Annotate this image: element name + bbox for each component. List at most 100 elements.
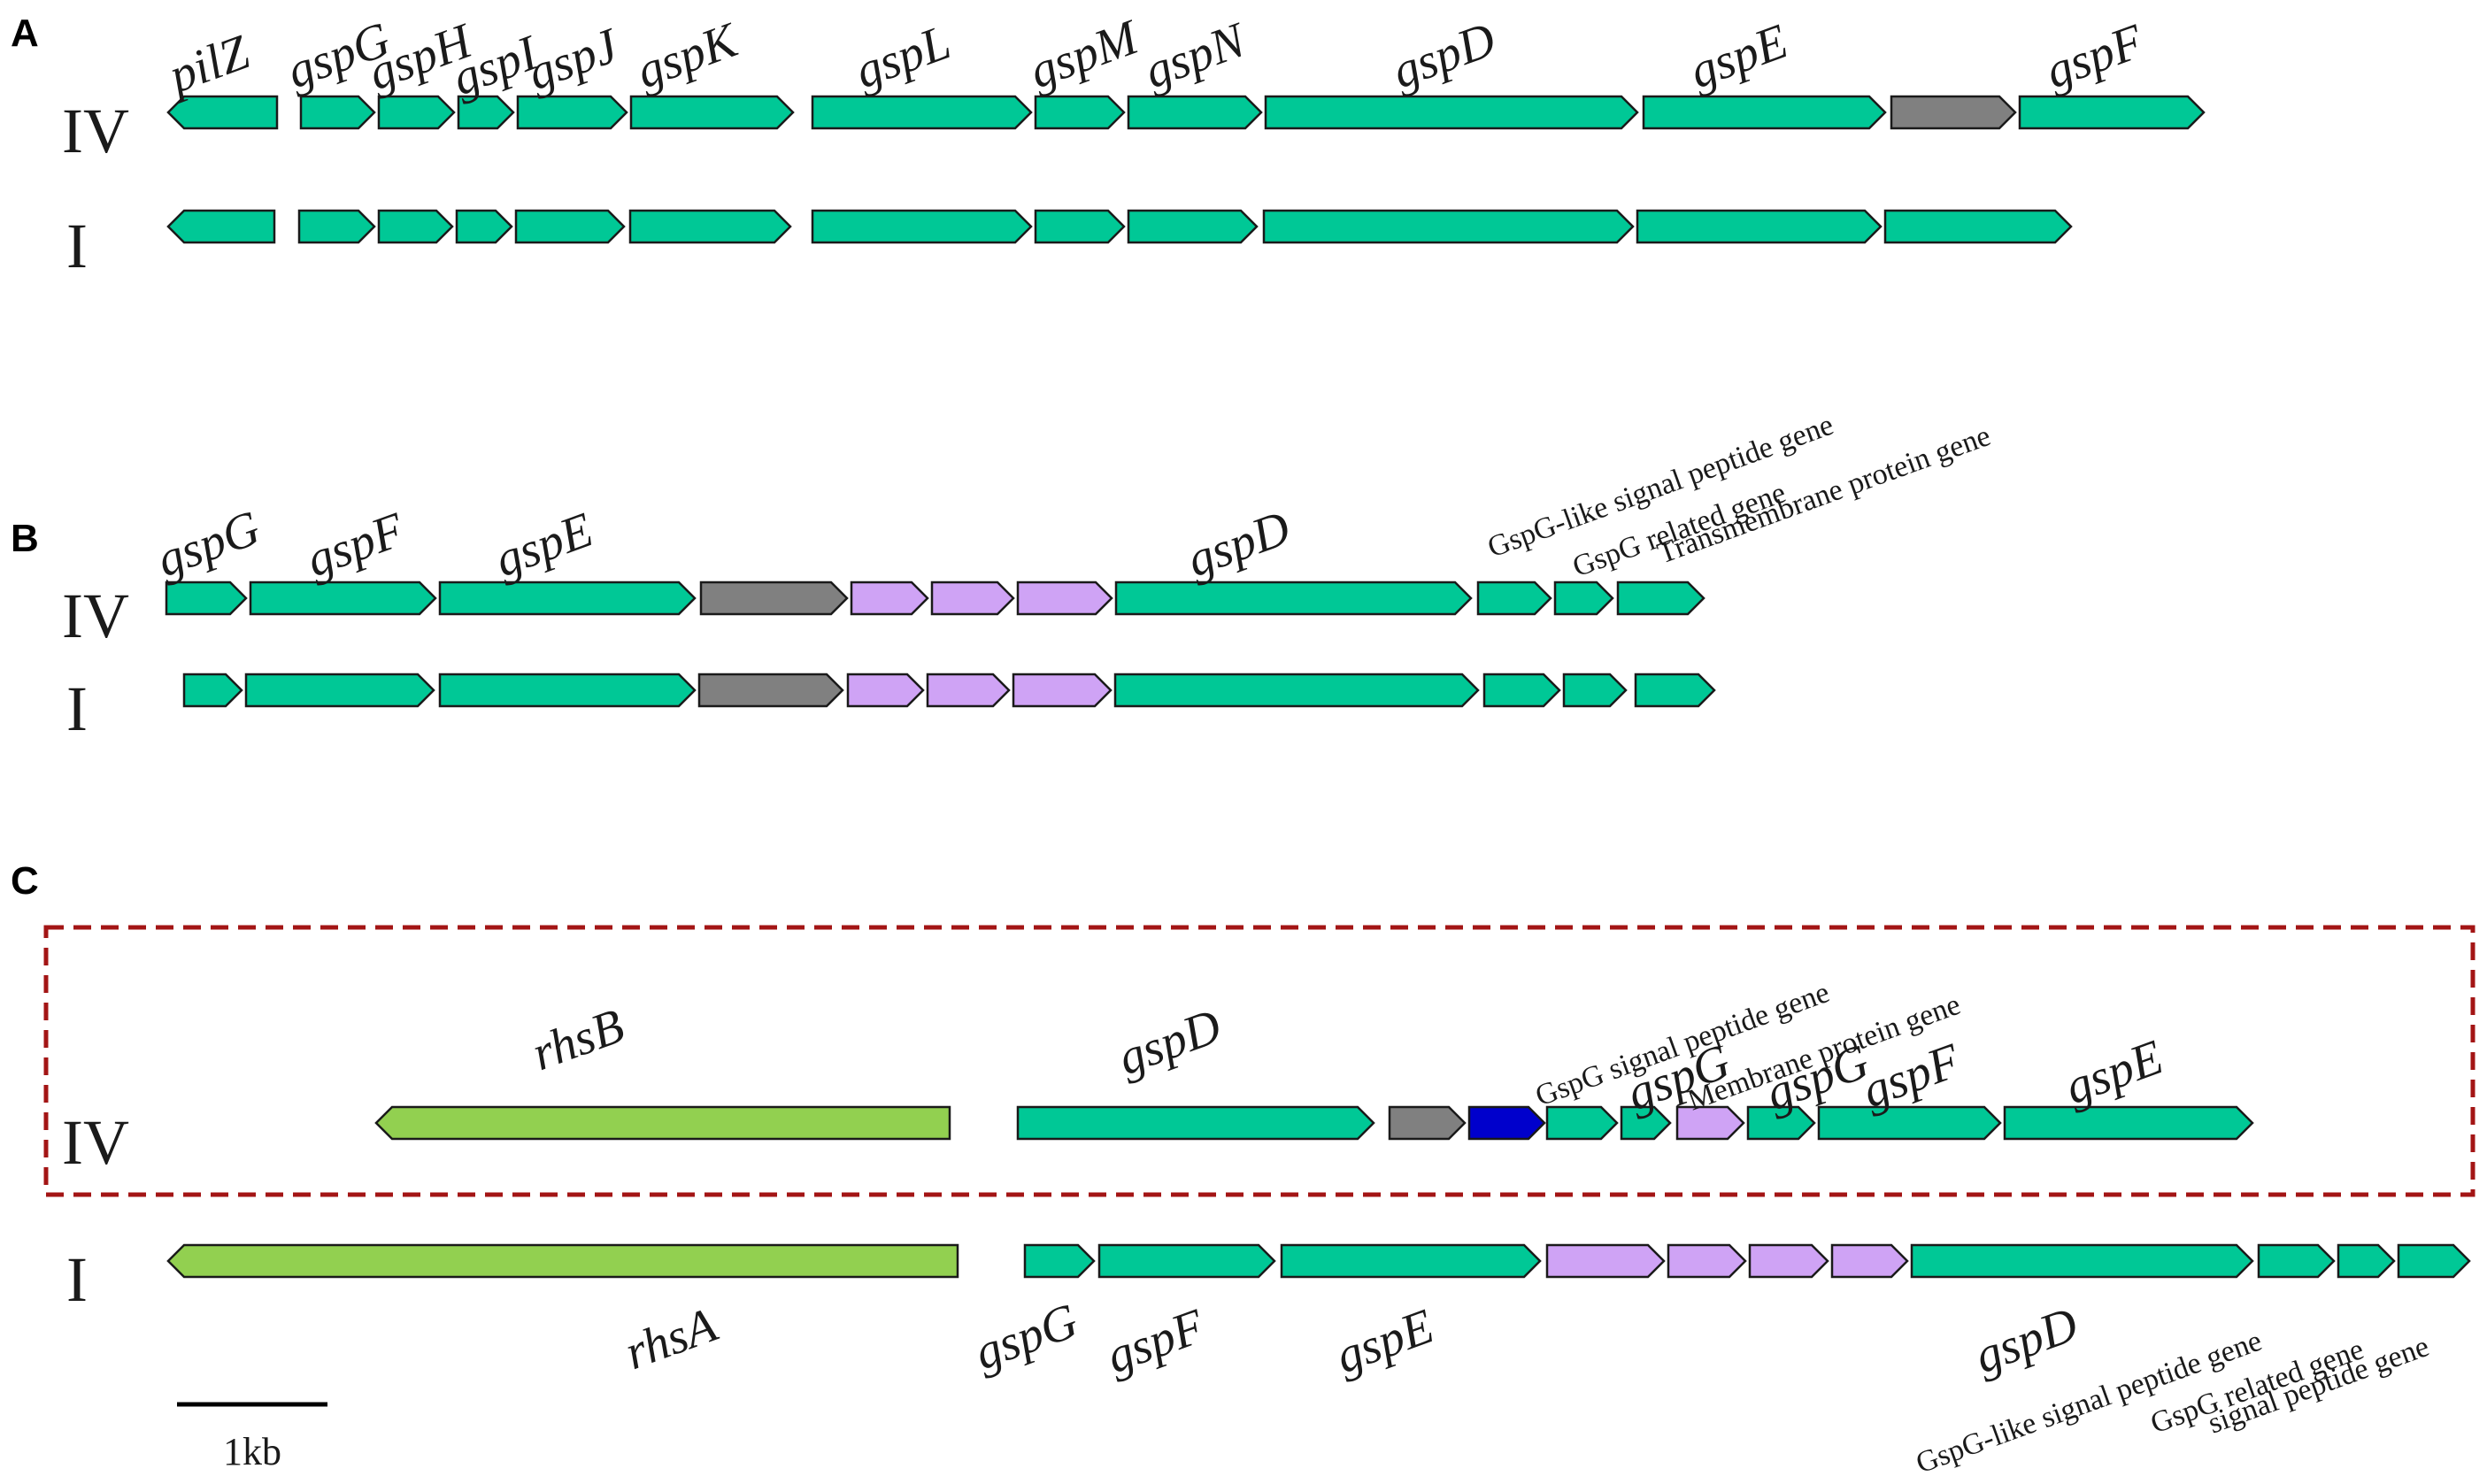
gene-name-label: gspF [2038, 13, 2151, 99]
gene-arrow [2337, 1243, 2396, 1279]
gene-arrow [166, 95, 279, 130]
track-label-a-i: I [66, 211, 88, 281]
gene-name-label: rhsB [525, 998, 631, 1081]
gene-arrow [1113, 673, 1480, 708]
gene-arrow [1620, 1105, 1672, 1141]
gene-name-label: gspD [1967, 1297, 2084, 1385]
gene-arrow [165, 581, 248, 616]
gene-arrow [926, 673, 1011, 708]
panel-letter-a: A [11, 12, 39, 55]
gene-arrow [1023, 1243, 1096, 1279]
gene-arrow [1746, 1105, 1816, 1141]
gene-arrow [1388, 1105, 1467, 1141]
gene-arrow [1262, 209, 1635, 244]
gene-arrow [438, 673, 697, 708]
gene-arrow [1482, 673, 1561, 708]
gene-arrow [166, 1243, 959, 1279]
gene-arrow [1636, 209, 1883, 244]
gene-arrow [1910, 1243, 2254, 1279]
panel-letter-b: B [11, 517, 39, 560]
gene-arrow [1127, 209, 1259, 244]
gene-name-label: pilZ [158, 25, 257, 105]
gene-arrow [1097, 1243, 1276, 1279]
gene-name-label: gspF [299, 502, 412, 588]
gene-arrow [377, 95, 456, 130]
gene-arrow [811, 209, 1033, 244]
gene-arrow [438, 581, 697, 616]
track-label-c-i: I [66, 1244, 88, 1315]
gene-name-label: gspD [1385, 12, 1502, 100]
gene-arrow [1634, 673, 1716, 708]
gene-name-label: gspE [488, 503, 599, 588]
track-a-i [166, 209, 2073, 244]
track-c-i [166, 1243, 2471, 1279]
gene-arrow [1883, 209, 2073, 244]
gene-arrow [1114, 581, 1473, 616]
scale-bar-label: 1kb [223, 1430, 281, 1473]
gene-arrow [1748, 1243, 1829, 1279]
track-label-b-i: I [66, 673, 88, 744]
gene-name-label: gspG [150, 501, 266, 588]
gene-arrow [1545, 1105, 1619, 1141]
gene-name-label: gspF [1099, 1298, 1212, 1384]
gene-name-label: gspL [848, 15, 958, 100]
track-label-b-iv: IV [62, 581, 129, 651]
gene-name-label: gspK [629, 12, 746, 100]
gene-name-label: gspJ [520, 18, 628, 101]
gene-arrow [2018, 95, 2206, 130]
gene-arrow [699, 581, 849, 616]
gene-arrow [930, 581, 1015, 616]
gene-arrow [455, 209, 513, 244]
gene-arrow [1562, 673, 1628, 708]
gene-arrow [1830, 1243, 1909, 1279]
panel-letter-c: C [11, 859, 39, 903]
gene-arrow [377, 209, 454, 244]
gene-name-label: gspE [2058, 1030, 2169, 1116]
track-c-iv [374, 1105, 2254, 1141]
gene-arrow [514, 209, 626, 244]
track-b-iv [165, 581, 1705, 616]
gene-arrow [1264, 95, 1639, 130]
gene-name-label: gspE [1328, 1299, 1440, 1385]
track-a-iv [166, 95, 2206, 130]
track-label-c-iv: IV [62, 1107, 129, 1178]
track-label-a-iv: IV [62, 96, 129, 166]
gene-arrow [1642, 95, 1887, 130]
gene-arrow [1890, 95, 2017, 130]
gene-arrow [1016, 581, 1113, 616]
gene-arrow [697, 673, 844, 708]
gene-name-label: gspD [1111, 999, 1228, 1087]
gene-name-label: gspD [1180, 501, 1297, 588]
gene-arrow [1553, 581, 1614, 616]
gene-arrow [2397, 1243, 2471, 1279]
highlight-box [43, 925, 2475, 1197]
gene-arrow [1817, 1105, 2002, 1141]
gene-arrow [1675, 1105, 1745, 1141]
gene-arrow [811, 95, 1033, 130]
gene-arrow [1012, 673, 1113, 708]
gene-name-label: gspE [1682, 14, 1794, 100]
gene-arrow [1616, 581, 1705, 616]
gene-arrow [629, 95, 795, 130]
gene-arrow [850, 581, 929, 616]
gene-arrow [244, 673, 435, 708]
gene-arrow [1280, 1243, 1542, 1279]
gene-name-label: gspN [1137, 12, 1254, 100]
gene-arrow [1476, 581, 1552, 616]
gene-name-label: gspG [967, 1294, 1084, 1381]
gene-arrow [846, 673, 925, 708]
gene-arrow [1667, 1243, 1747, 1279]
track-b-i [182, 673, 1716, 708]
gene-arrow [457, 95, 515, 130]
gene-arrow [249, 581, 437, 616]
gene-arrow [1016, 1105, 1375, 1141]
gene-arrow [628, 209, 792, 244]
gene-arrow [1034, 209, 1126, 244]
gene-arrow [1127, 95, 1263, 130]
gene-arrow [166, 209, 276, 244]
gene-arrow [1467, 1105, 1546, 1141]
gene-name-label: rhsA [618, 1297, 724, 1380]
gene-arrow [516, 95, 628, 130]
gene-arrow [1545, 1243, 1666, 1279]
